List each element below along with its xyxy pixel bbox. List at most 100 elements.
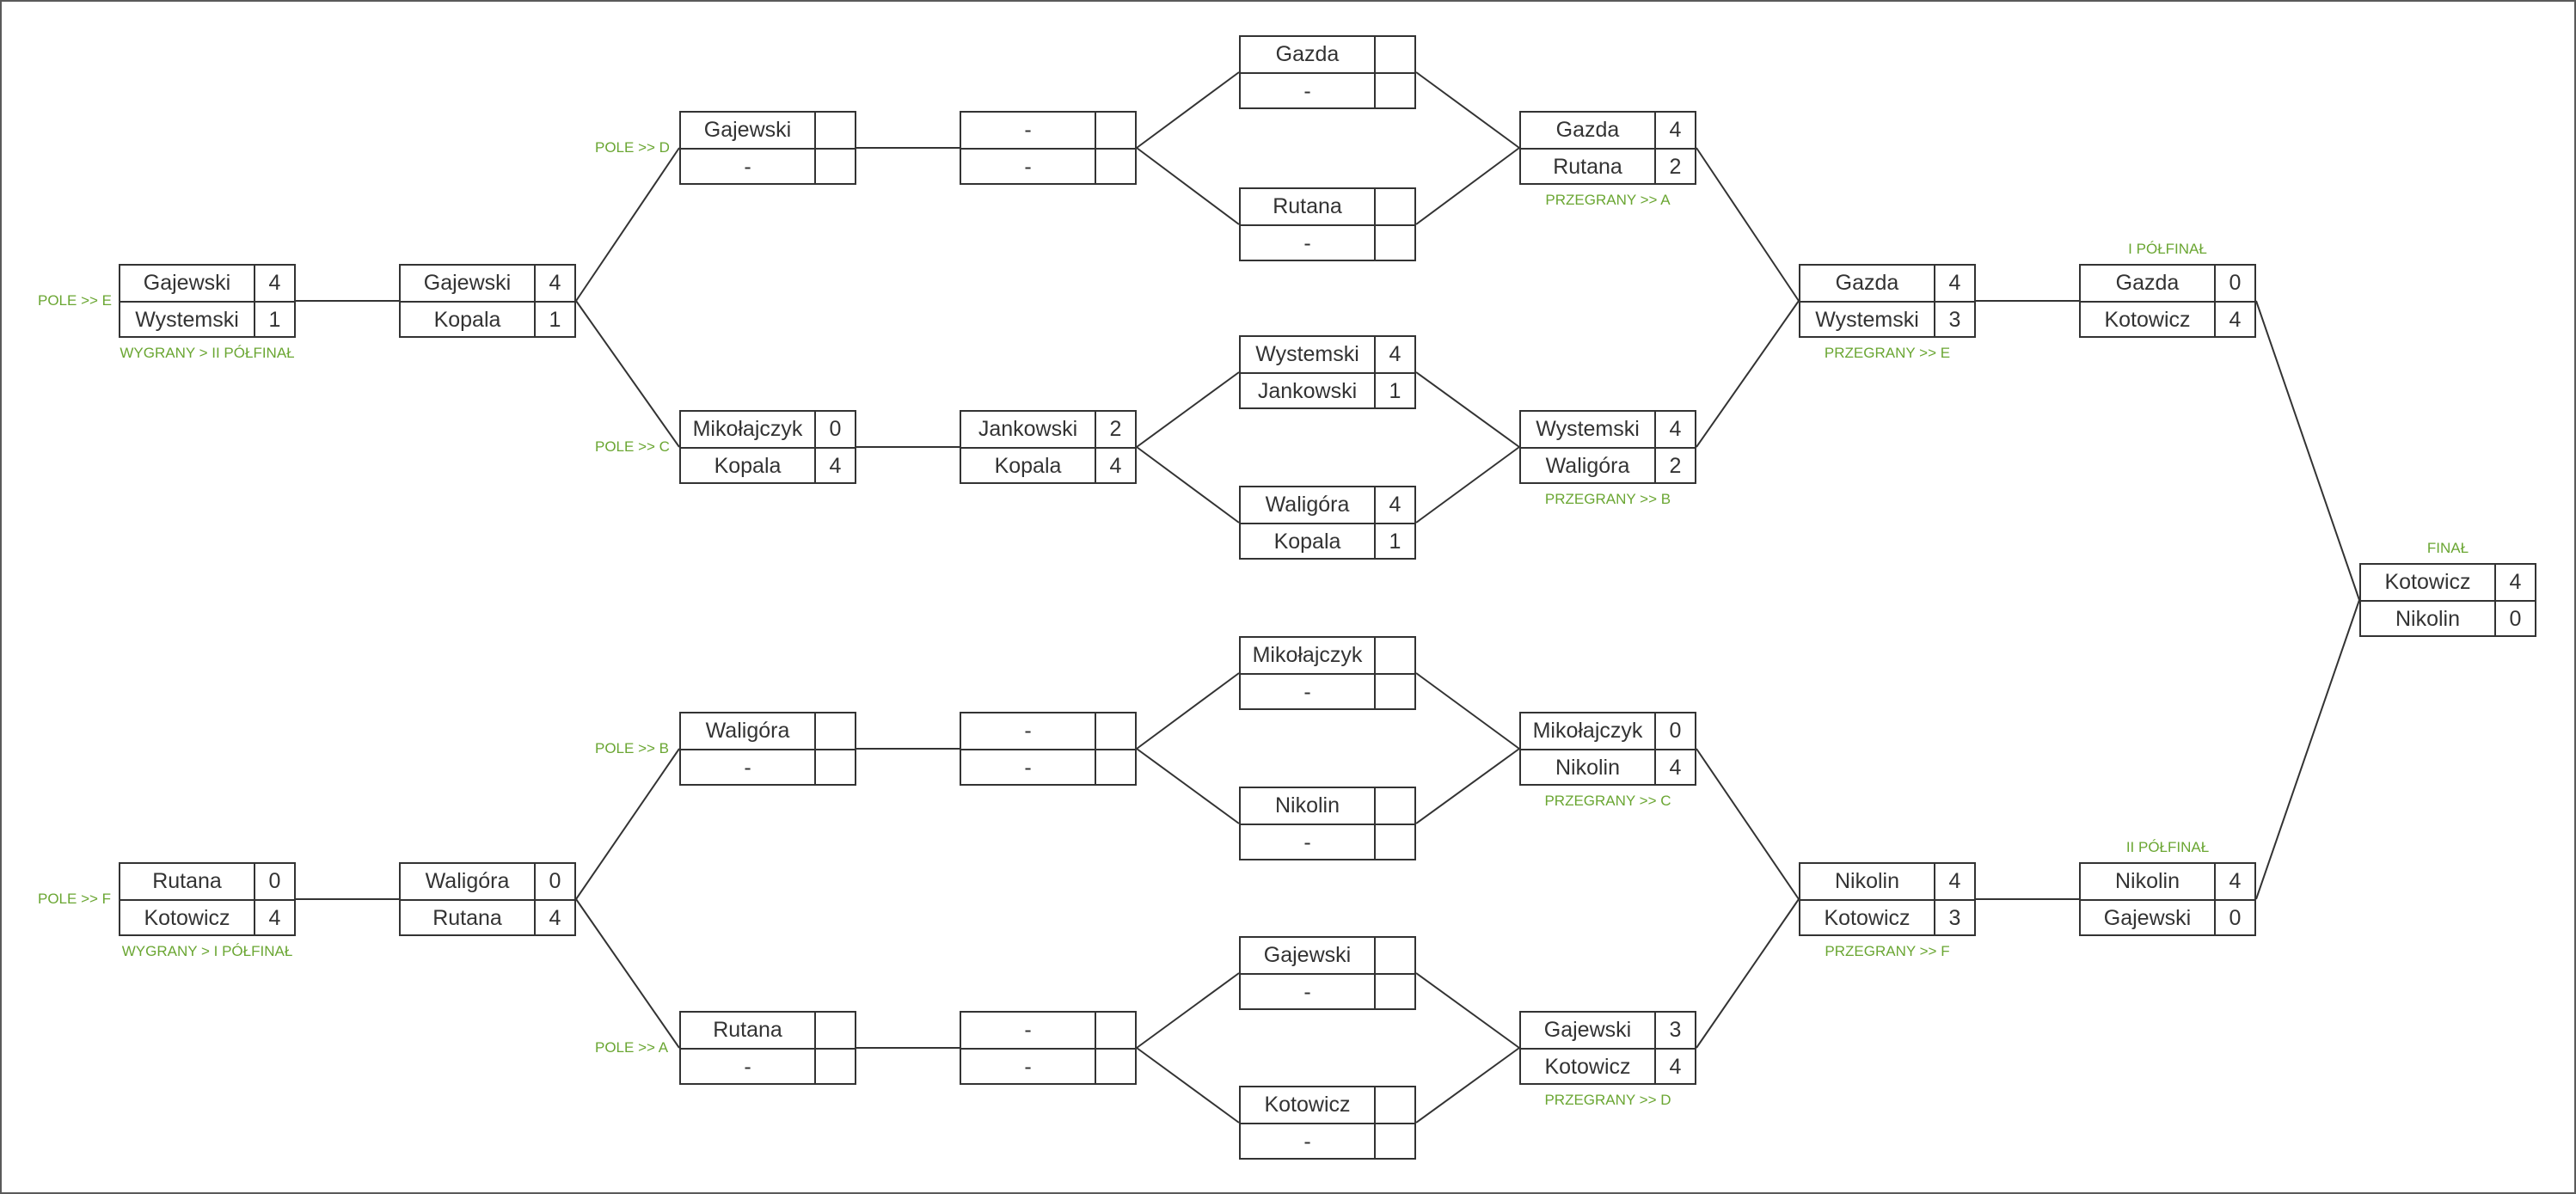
connector-line — [575, 147, 680, 302]
match-slot-bottom: Wystemski 1 — [120, 303, 294, 338]
player-name: Mikołajczyk — [1521, 713, 1656, 749]
player-score: 1 — [268, 308, 281, 332]
match-slot-bottom: - — [1241, 226, 1414, 261]
match-slot-bottom: - — [961, 150, 1135, 185]
connector-line — [1415, 748, 1520, 824]
match-slot-bottom: Kotowicz 4 — [1521, 1050, 1695, 1085]
connector-line — [575, 300, 680, 448]
player-score: 4 — [549, 271, 561, 295]
match-slot-bottom: - — [681, 1050, 855, 1085]
player-score: 4 — [1669, 1055, 1682, 1079]
player-name: Wystemski — [120, 303, 255, 338]
player-name: - — [961, 1013, 1096, 1048]
match-slot-top: - — [961, 1013, 1135, 1050]
player-score: 4 — [2229, 308, 2242, 332]
label-przegrany-a: PRZEGRANY >> A — [1545, 192, 1671, 208]
player-score: 4 — [2229, 869, 2242, 893]
connector-line — [1136, 147, 1240, 225]
player-name: - — [681, 150, 816, 185]
player-score — [1376, 675, 1414, 710]
player-score — [816, 1013, 855, 1048]
player-name: Nikolin — [2081, 864, 2216, 899]
match-box: Kotowicz - — [1239, 1086, 1416, 1160]
match-slot-top: - — [961, 713, 1135, 750]
player-score — [1096, 150, 1135, 185]
label-wygrany-ii-polfinal: WYGRANY > II PÓŁFINAŁ — [120, 345, 295, 361]
match-slot-top: Gajewski — [681, 113, 855, 150]
connector-line — [1415, 446, 1520, 524]
player-name: - — [1241, 1124, 1376, 1160]
match-slot-bottom: - — [961, 1050, 1135, 1085]
player-score: 1 — [549, 308, 561, 332]
player-score — [1376, 975, 1414, 1010]
player-name: - — [1241, 675, 1376, 710]
match-box: - - — [960, 712, 1137, 786]
player-name: - — [961, 713, 1096, 749]
match-slot-top: Nikolin 4 — [1800, 864, 1974, 901]
match-slot-top: Rutana — [1241, 189, 1414, 226]
player-name: Mikołajczyk — [681, 412, 816, 447]
player-score — [816, 113, 855, 148]
player-name: Gazda — [1521, 113, 1656, 148]
match-slot-bottom: - — [681, 150, 855, 185]
player-name: Gajewski — [401, 266, 536, 301]
match-slot-bottom: - — [961, 750, 1135, 786]
match-slot-bottom: Kopala 4 — [961, 449, 1135, 484]
player-score — [1376, 74, 1414, 109]
match-box: - - — [960, 111, 1137, 185]
player-name: Nikolin — [1800, 864, 1935, 899]
player-name: Rutana — [120, 864, 255, 899]
match-slot-top: Waligóra — [681, 713, 855, 750]
connector-line — [1136, 371, 1240, 448]
player-score: 4 — [1948, 271, 1961, 295]
player-name: Kotowicz — [2361, 565, 2496, 600]
label-pole-c: POLE >> C — [595, 438, 670, 455]
player-name: - — [1241, 975, 1376, 1010]
player-name: Kopala — [401, 303, 536, 338]
player-score: 3 — [1948, 308, 1961, 332]
player-name: Kopala — [961, 449, 1096, 484]
match-box: Rutana - — [1239, 187, 1416, 261]
player-name: - — [961, 113, 1096, 148]
match-slot-bottom: - — [1241, 825, 1414, 860]
connector-line — [1136, 1047, 1240, 1124]
player-name: Kotowicz — [1521, 1050, 1656, 1085]
player-score: 4 — [1948, 869, 1961, 893]
player-score — [1096, 750, 1135, 786]
player-score: 4 — [1389, 342, 1401, 366]
connector-line — [2255, 300, 2360, 601]
player-name: Gajewski — [681, 113, 816, 148]
player-score — [1376, 1087, 1414, 1123]
match-slot-top: Nikolin 4 — [2081, 864, 2254, 901]
player-score: 0 — [2229, 271, 2242, 295]
player-score: 4 — [549, 906, 561, 930]
player-score: 4 — [1109, 454, 1122, 478]
player-score: 1 — [1389, 530, 1401, 554]
connector-line — [1415, 972, 1520, 1049]
player-score: 0 — [2509, 607, 2522, 631]
player-score: 4 — [2509, 570, 2522, 594]
connector-line — [2255, 599, 2360, 900]
connector-line — [1136, 672, 1240, 750]
player-name: Mikołajczyk — [1241, 638, 1376, 673]
player-score — [1376, 938, 1414, 973]
connector-line — [1696, 147, 1800, 302]
player-score: 4 — [1669, 118, 1682, 142]
